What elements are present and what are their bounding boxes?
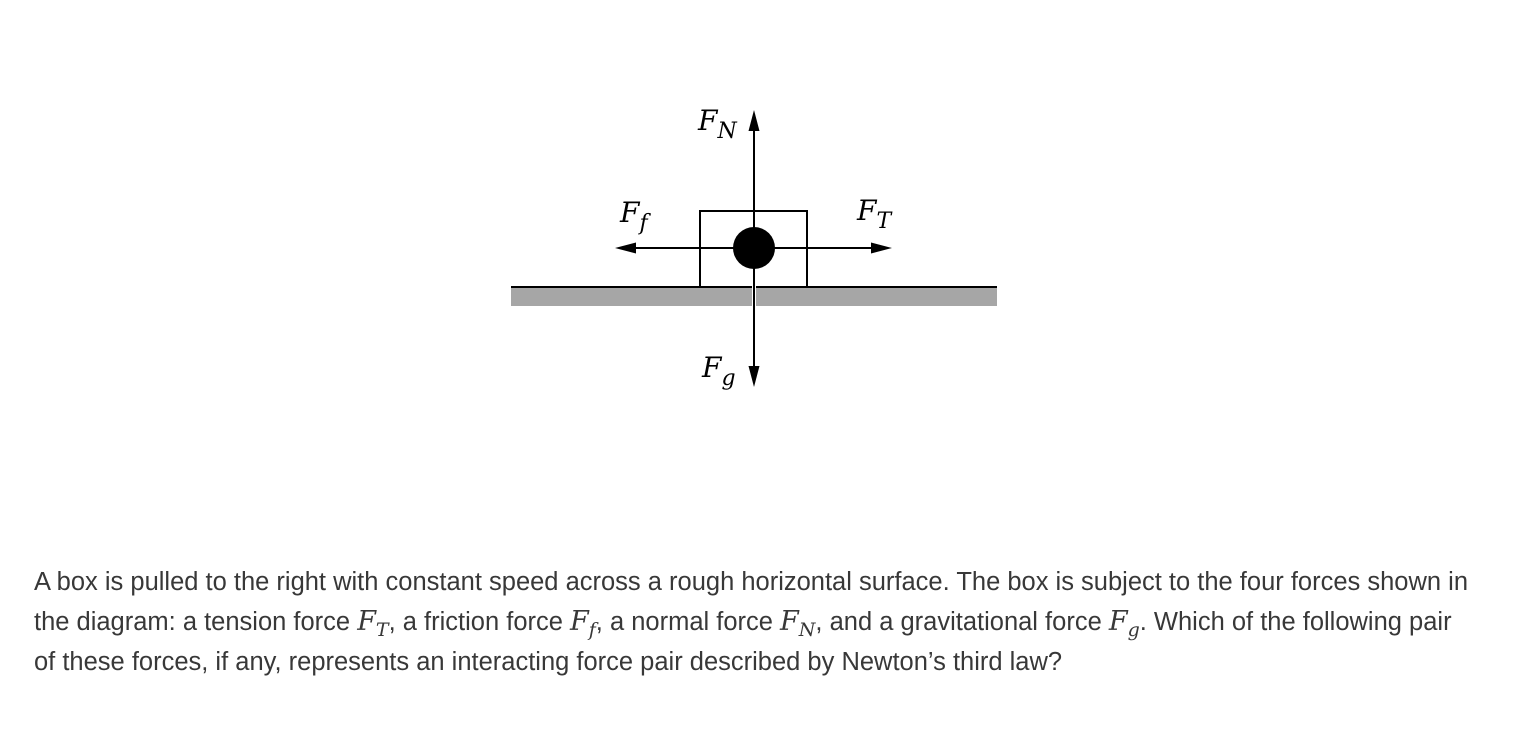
- question-part-1: A box is pulled to the right with consta…: [34, 568, 1469, 636]
- question-part-3: , a normal force: [595, 608, 781, 636]
- friction-force-label: Ff: [619, 196, 651, 236]
- tension-force-label: FT: [856, 194, 893, 234]
- normal-force-label: FN: [697, 104, 737, 144]
- friction-symbol: Ff: [570, 606, 596, 641]
- question-part-2: , a friction force: [388, 608, 571, 636]
- free-body-diagram: FN Ff FT Fg: [511, 104, 997, 391]
- tension-symbol: FT: [357, 606, 389, 641]
- question-text: A box is pulled to the right with consta…: [34, 562, 1474, 682]
- question-part-5: . Which of the following pair of these f…: [34, 608, 1452, 676]
- normal-symbol: FN: [780, 606, 816, 641]
- gravity-symbol: Fg: [1108, 606, 1140, 641]
- center-of-mass-dot: [733, 227, 775, 269]
- gravity-force-label: Fg: [701, 351, 736, 391]
- question-part-4: , and a gravitational force: [815, 608, 1109, 636]
